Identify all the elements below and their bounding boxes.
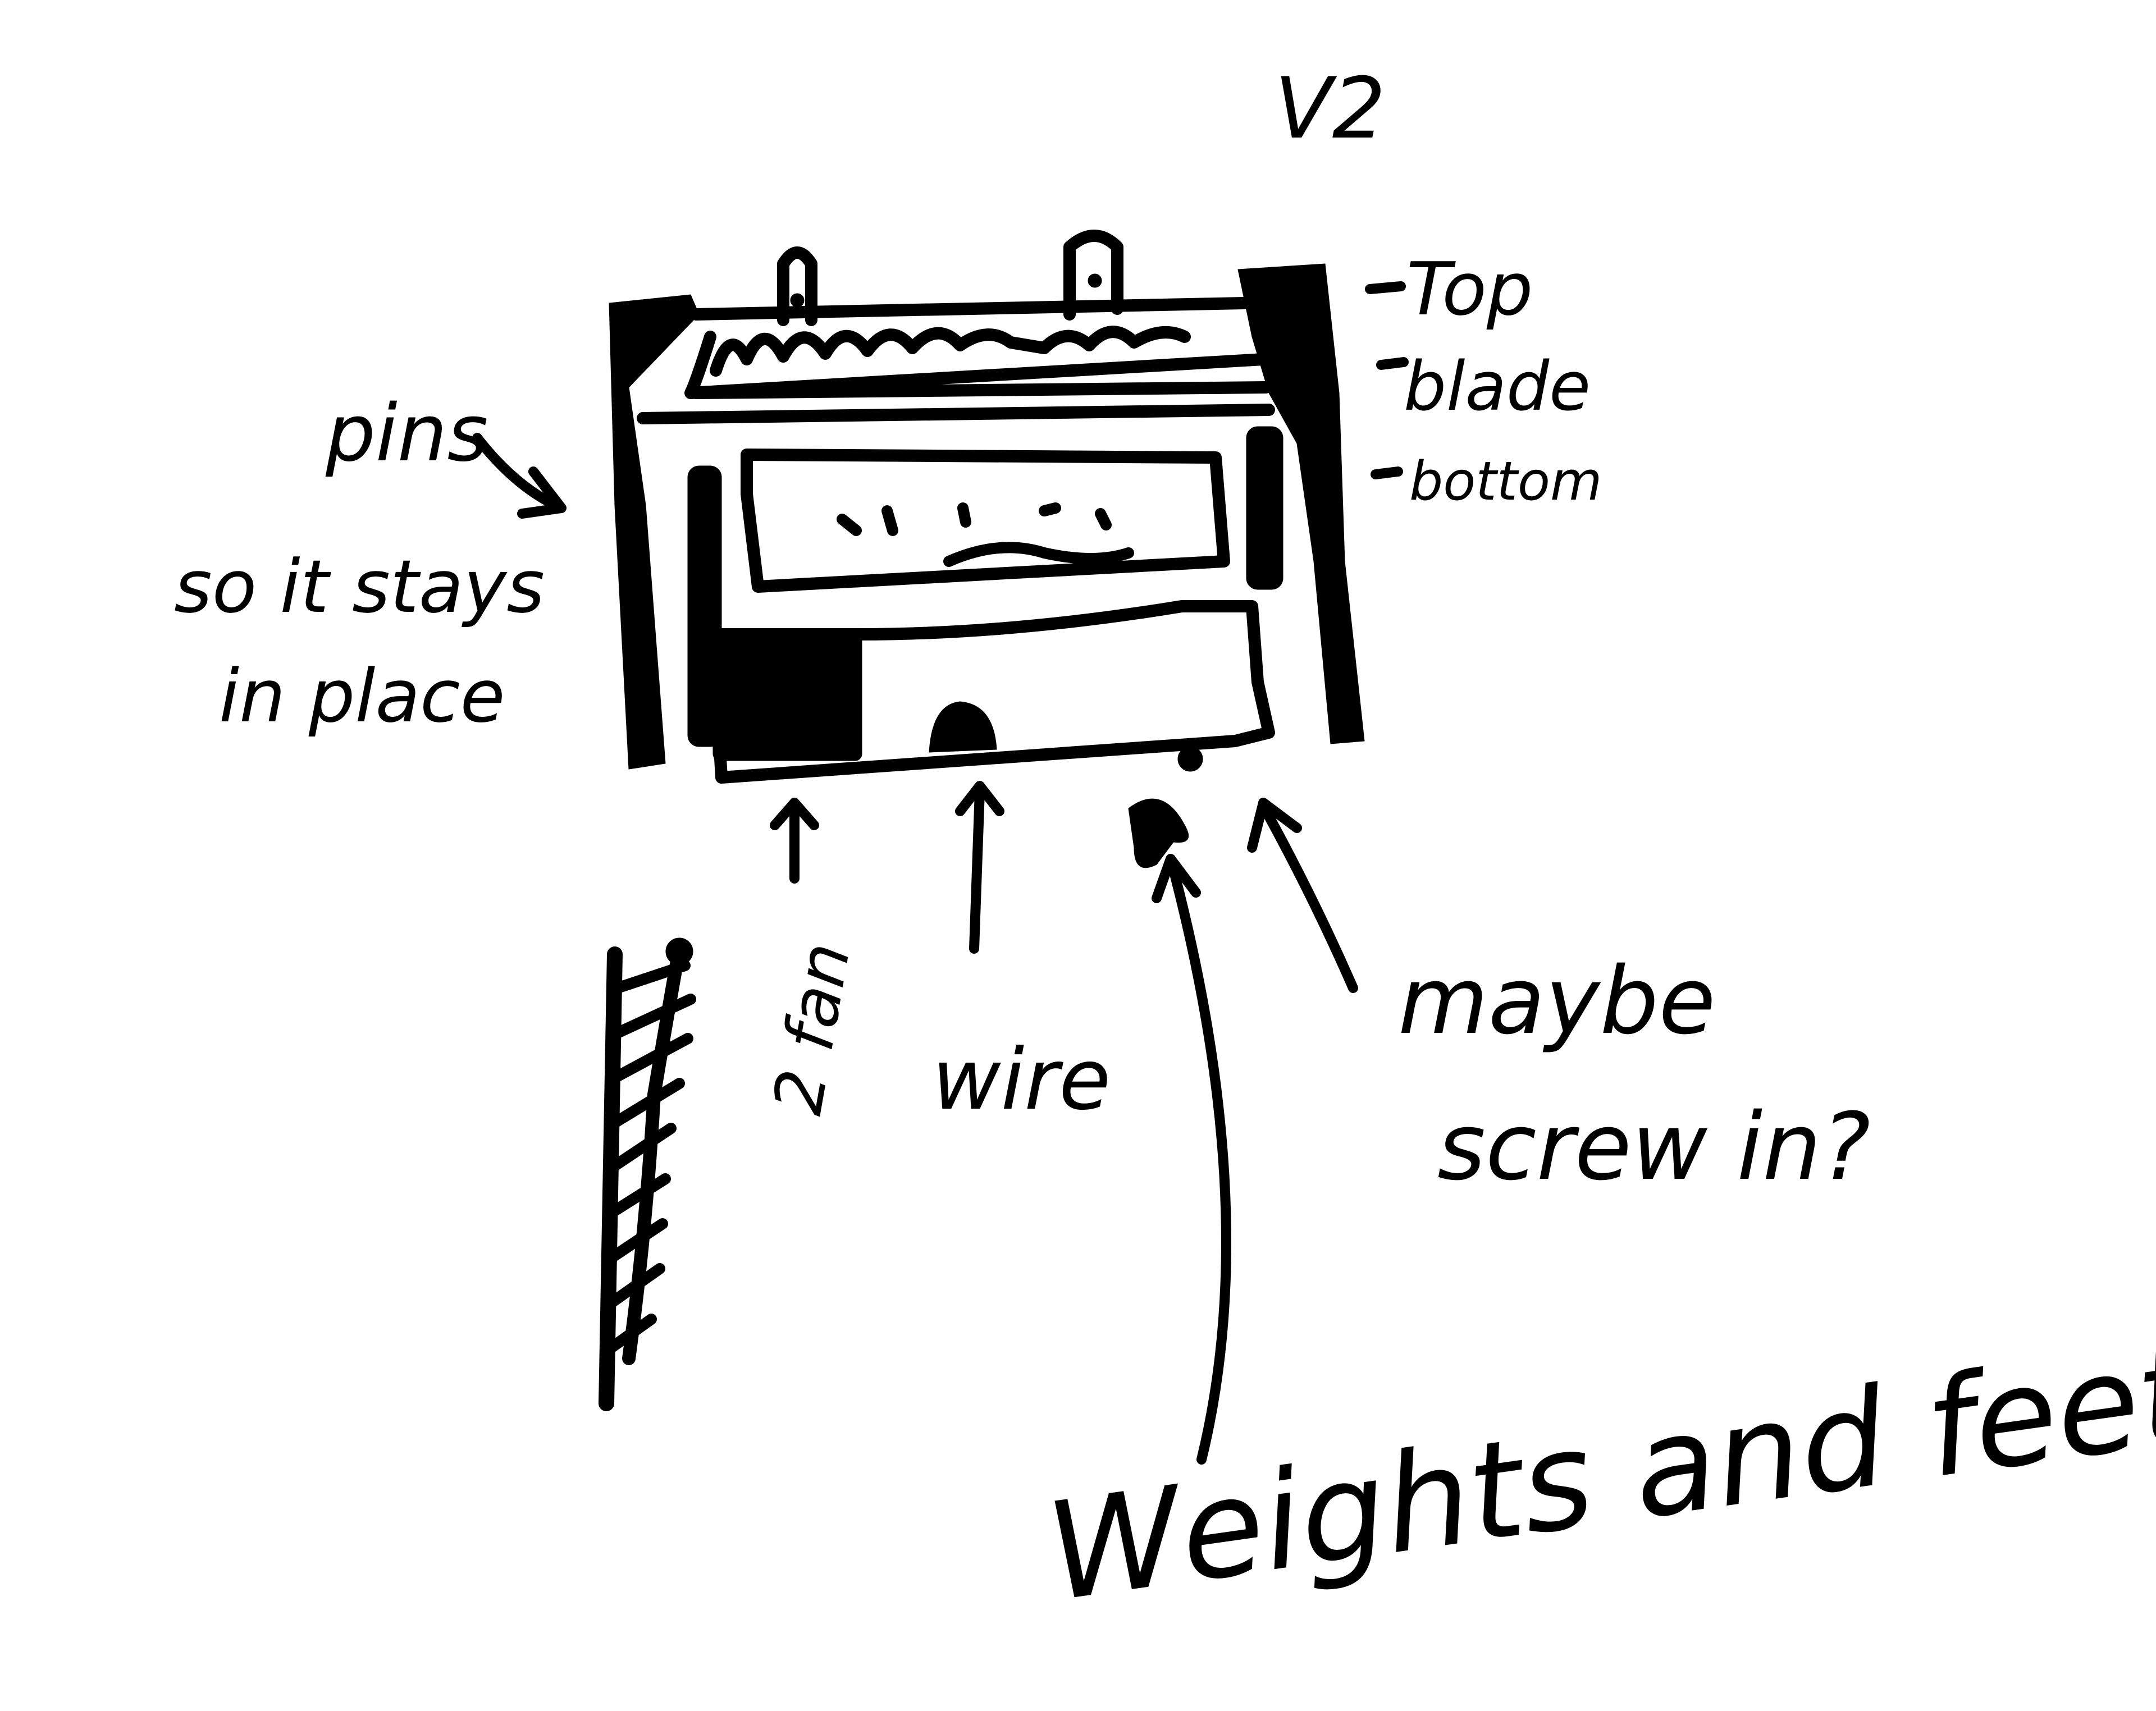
top-knob-right	[1063, 230, 1123, 321]
label-fan: 2 fan	[759, 937, 866, 1120]
fan-block	[712, 634, 862, 761]
label-blade: blade	[1404, 348, 1591, 426]
weight-blob	[1128, 798, 1189, 868]
pins-label-group: pins so it stays in place	[174, 388, 567, 739]
top-plate	[684, 297, 1272, 399]
fan-arrow-left	[770, 798, 819, 884]
left-outer-post	[609, 294, 700, 770]
label-maybe: maybe	[1398, 947, 1716, 1055]
window-ticks	[837, 502, 1134, 567]
machine-body	[609, 230, 1365, 784]
lower-chamber	[707, 600, 1275, 784]
label-pins-line3: in place	[219, 653, 505, 739]
label-screw-in: screw in?	[1437, 1093, 1870, 1201]
label-top: Top	[1406, 246, 1533, 332]
side-view-sketch	[599, 937, 696, 1411]
wire-grommet	[929, 701, 997, 753]
weights-label-group: Weights and feet	[1038, 798, 2156, 1631]
weights-arrow	[1152, 854, 1231, 1465]
label-bottom: bottom	[1409, 451, 1602, 513]
top-label-group: Top blade bottom	[1365, 246, 1602, 513]
right-inner-post	[1246, 426, 1283, 590]
blade-edge	[710, 326, 1191, 377]
label-pins-line2: so it stays	[174, 544, 545, 629]
screw-label-group: maybe screw in?	[1247, 798, 1870, 1201]
screw-arrow	[1247, 798, 1358, 993]
foot	[1177, 746, 1203, 772]
plate-separator	[637, 404, 1275, 424]
fan-arrow-right	[955, 781, 1004, 954]
version-label: V2	[1275, 60, 1386, 158]
fan-label-group: 2 fan wire	[759, 781, 1111, 1129]
pins-arrow	[472, 433, 567, 519]
middle-window	[741, 449, 1230, 593]
label-weights-feet: Weights and feet	[1038, 1315, 2156, 1631]
label-pins: pins	[325, 388, 488, 479]
label-wire: wire	[932, 1031, 1111, 1129]
top-knob-left	[777, 246, 817, 326]
